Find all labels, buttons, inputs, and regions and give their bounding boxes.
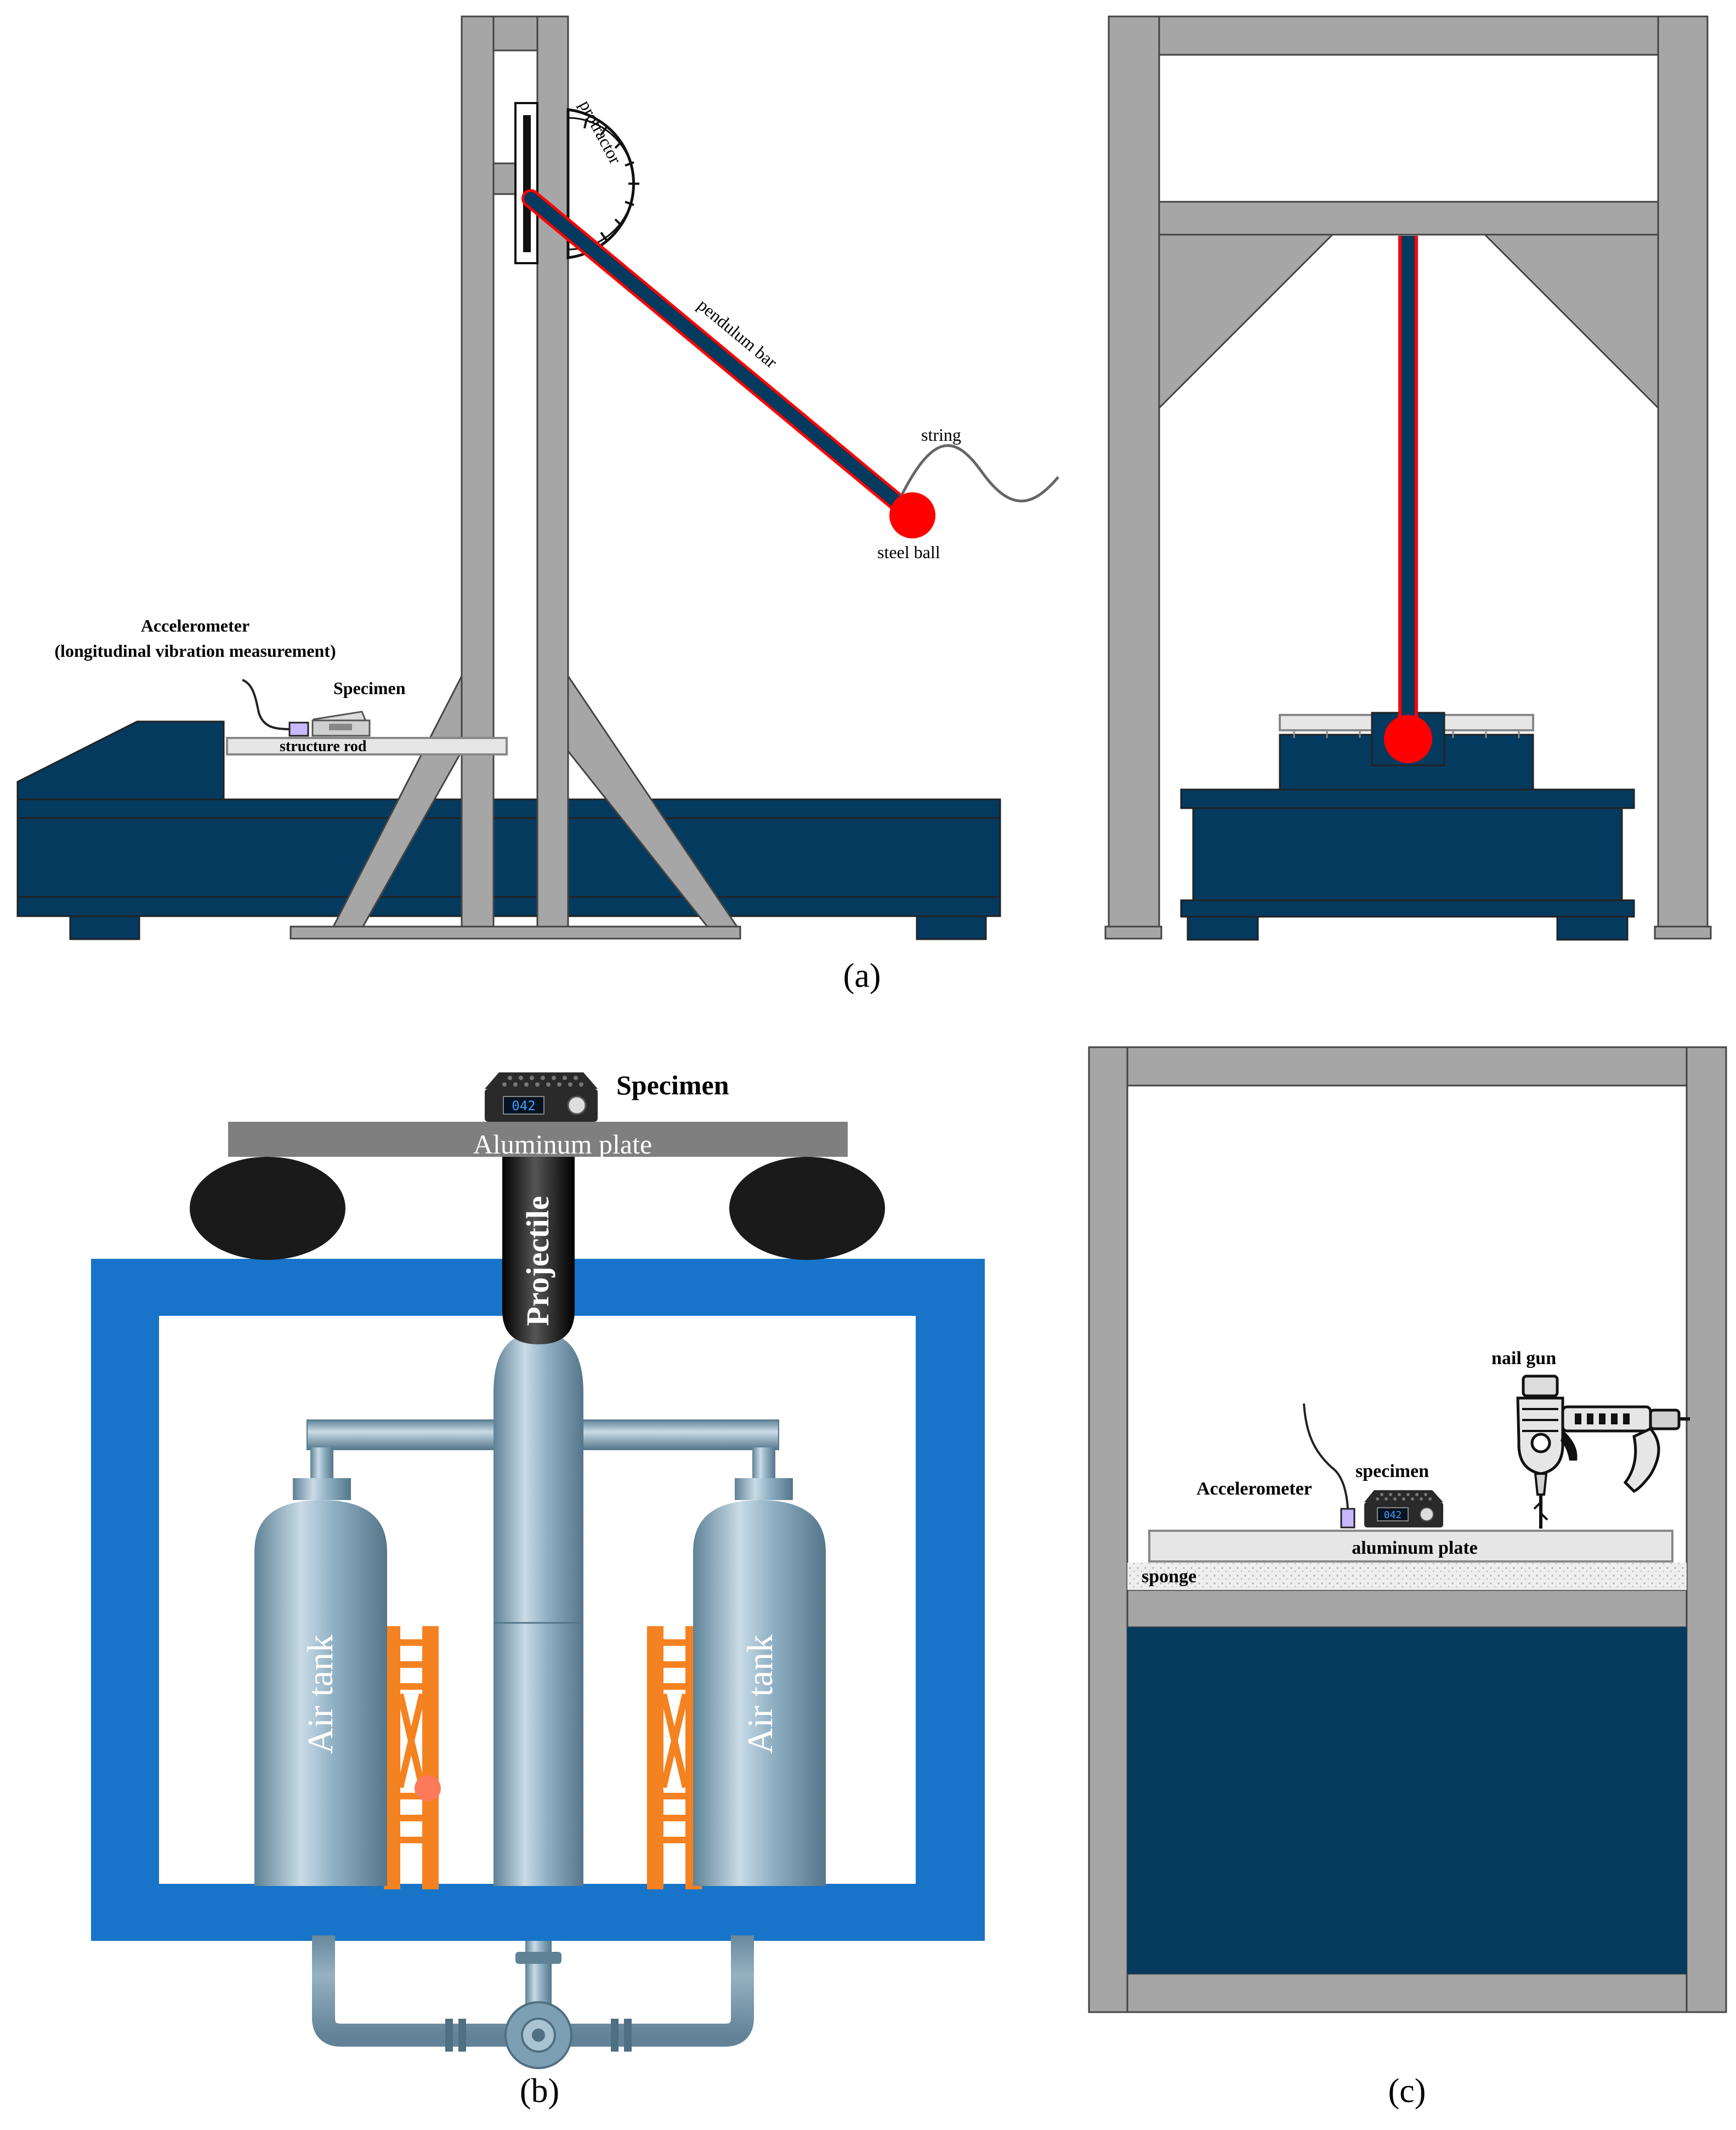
front-pendulum-rod xyxy=(1402,236,1415,718)
panel-a-side-view: protractor pendulum bar string steel bal… xyxy=(16,15,1059,940)
frame-top-c xyxy=(1088,1046,1727,1087)
projectile-label: Projectile xyxy=(520,1196,555,1326)
air-tank-icon xyxy=(254,1478,387,1886)
caption-b: (b) xyxy=(520,2072,559,2110)
accelerometer-label-line1: Accelerometer xyxy=(141,616,249,635)
front-steel-ball xyxy=(1384,715,1432,763)
string-label: string xyxy=(921,425,961,445)
frame-left-c xyxy=(1088,1046,1128,2013)
air-tank-icon xyxy=(693,1478,826,1886)
front-table xyxy=(1192,807,1623,901)
steel-ball-label: steel ball xyxy=(877,542,940,562)
specimen-device-icon xyxy=(311,711,371,737)
accelerometer-label-c: Accelerometer xyxy=(1196,1479,1312,1499)
panel-a-front-view xyxy=(1104,15,1712,941)
rubber-support-left xyxy=(190,1157,345,1260)
accelerometer-cable xyxy=(242,679,290,730)
base-table xyxy=(16,798,1001,917)
rubber-support-right xyxy=(729,1157,885,1260)
steel-ball-icon xyxy=(889,492,935,538)
panel-c: sponge aluminum plate 042 specimen Accel… xyxy=(1088,1046,1727,2013)
frame-column-right xyxy=(536,15,569,928)
navy-box-c xyxy=(1127,1627,1687,1974)
sponge xyxy=(1127,1563,1687,1590)
caption-a: (a) xyxy=(843,957,881,995)
specimen-device-icon xyxy=(1364,1490,1443,1527)
frame-top-beam xyxy=(1108,15,1709,56)
protractor-icon xyxy=(514,102,639,264)
specimen-label-c: specimen xyxy=(1355,1461,1429,1481)
frame-right-c xyxy=(1686,1046,1727,2013)
nail-gun-label: nail gun xyxy=(1491,1348,1556,1368)
air-tank-right-label: Air tank xyxy=(740,1634,780,1754)
structure-rod-label: structure rod xyxy=(280,738,367,755)
front-column-left xyxy=(1108,15,1160,928)
pendulum-bar xyxy=(524,192,917,520)
specimen-label-a: Specimen xyxy=(333,678,406,698)
frame-base-plate xyxy=(290,925,741,940)
aluminum-plate-label-c: aluminum plate xyxy=(1352,1538,1478,1558)
sponge-label: sponge xyxy=(1142,1566,1196,1587)
frame-column-left xyxy=(461,15,495,928)
accelerometer-icon xyxy=(288,722,309,737)
structure-rod xyxy=(226,737,508,756)
air-tank-left-label: Air tank xyxy=(300,1634,341,1754)
specimen-device-icon xyxy=(485,1072,598,1122)
specimen-label-b: Specimen xyxy=(616,1070,729,1100)
rack-left xyxy=(384,1626,441,1889)
launcher-barrel xyxy=(493,1332,583,1886)
caption-c: (c) xyxy=(1388,2072,1426,2110)
display-readout-c: 042 xyxy=(1384,1509,1402,1521)
accelerometer-icon xyxy=(1340,1508,1355,1529)
accelerometer-cable-c xyxy=(1303,1403,1349,1509)
nail-gun-icon xyxy=(1516,1374,1690,1529)
string xyxy=(898,444,1059,503)
display-readout-b: 042 xyxy=(512,1098,535,1114)
aluminum-plate-b xyxy=(228,1122,848,1157)
frame-bottom-c xyxy=(1126,1973,1688,2013)
projectile xyxy=(502,1150,575,1344)
panel-b: Air tank Air tank Projectile Aluminum pl… xyxy=(91,1070,985,2069)
aluminum-plate-c xyxy=(1148,1530,1673,1563)
accelerometer-label-line2: (longitudinal vibration measurement) xyxy=(54,641,336,661)
aluminum-plate-label-b: Aluminum plate xyxy=(473,1129,652,1160)
front-column-right xyxy=(1657,15,1709,928)
wedge-block xyxy=(16,720,225,800)
frame-cross-beam xyxy=(1158,201,1659,236)
frame-mid-c xyxy=(1126,1589,1688,1628)
